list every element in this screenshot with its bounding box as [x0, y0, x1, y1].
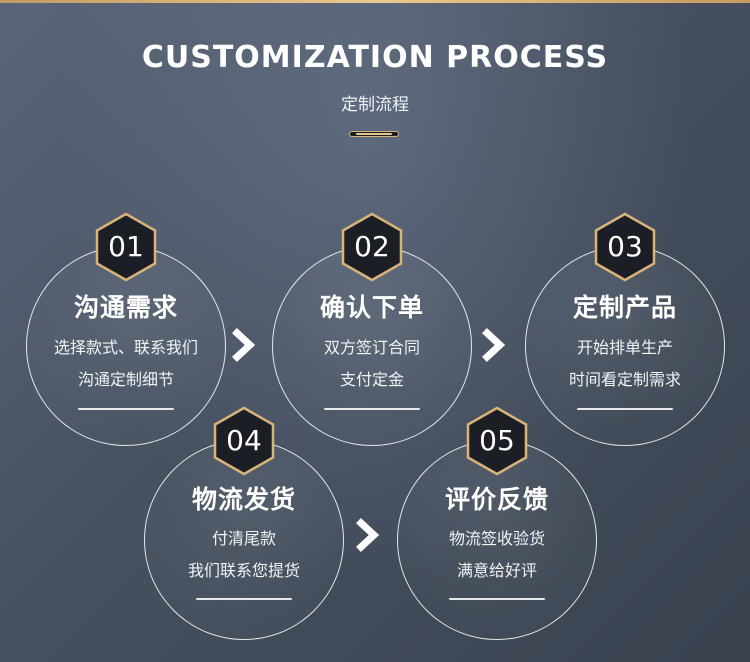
step-description-line: 时间看定制需求	[568, 370, 681, 389]
top-accent-bar	[0, 0, 750, 3]
step-2: 02 确认下单 双方签订合同 支付定金	[272, 212, 472, 446]
step-underline	[577, 408, 673, 410]
step-5: 05 评价反馈 物流签收验货 满意给好评	[397, 406, 597, 640]
step-description-line: 沟通定制细节	[77, 370, 174, 389]
step-title: 沟通需求	[73, 293, 178, 322]
step-3: 03 定制产品 开始排单生产 时间看定制需求	[525, 212, 725, 446]
step-underline	[324, 408, 420, 410]
page-subtitle: 定制流程	[341, 95, 409, 115]
page-title: CUSTOMIZATION PROCESS	[141, 40, 609, 75]
chevron-right-icon	[478, 328, 512, 362]
chevron-right-icon	[352, 518, 386, 552]
hexagon-icon	[594, 212, 656, 282]
step-1: 01 沟通需求 选择款式、联系我们 沟通定制细节	[26, 212, 226, 446]
step-number: 04	[226, 424, 262, 457]
step-title: 确认下单	[319, 293, 424, 322]
step-underline	[196, 598, 292, 600]
step-number-badge: 05	[465, 406, 529, 476]
hexagon-icon	[341, 212, 403, 282]
step-number-badge: 04	[212, 406, 276, 476]
step-number: 05	[479, 424, 515, 457]
hexagon-icon	[466, 406, 528, 476]
step-description-line: 支付定金	[339, 370, 404, 389]
step-description-line: 选择款式、联系我们	[53, 338, 198, 357]
step-description-line: 物流签收验货	[448, 529, 545, 548]
step-title: 评价反馈	[444, 485, 549, 514]
step-description-line: 开始排单生产	[576, 338, 673, 357]
step-title: 物流发货	[191, 485, 296, 514]
hexagon-icon	[213, 406, 275, 476]
step-description-line: 我们联系您提货	[187, 561, 300, 580]
step-number-badge: 02	[340, 212, 404, 282]
step-number: 01	[108, 230, 144, 263]
step-number-badge: 03	[593, 212, 657, 282]
step-circle	[144, 440, 344, 640]
step-number-badge: 01	[94, 212, 158, 282]
step-number: 03	[607, 230, 643, 263]
step-underline	[78, 408, 174, 410]
title-divider	[349, 131, 399, 137]
chevron-right-icon	[228, 328, 262, 362]
step-description-line: 付清尾款	[211, 529, 276, 548]
step-4: 04 物流发货 付清尾款 我们联系您提货	[144, 406, 344, 640]
step-description-line: 双方签订合同	[323, 338, 420, 357]
step-description-line: 满意给好评	[456, 561, 537, 580]
step-title: 定制产品	[572, 293, 677, 322]
step-underline	[449, 598, 545, 600]
hexagon-icon	[95, 212, 157, 282]
step-number: 02	[354, 230, 390, 263]
